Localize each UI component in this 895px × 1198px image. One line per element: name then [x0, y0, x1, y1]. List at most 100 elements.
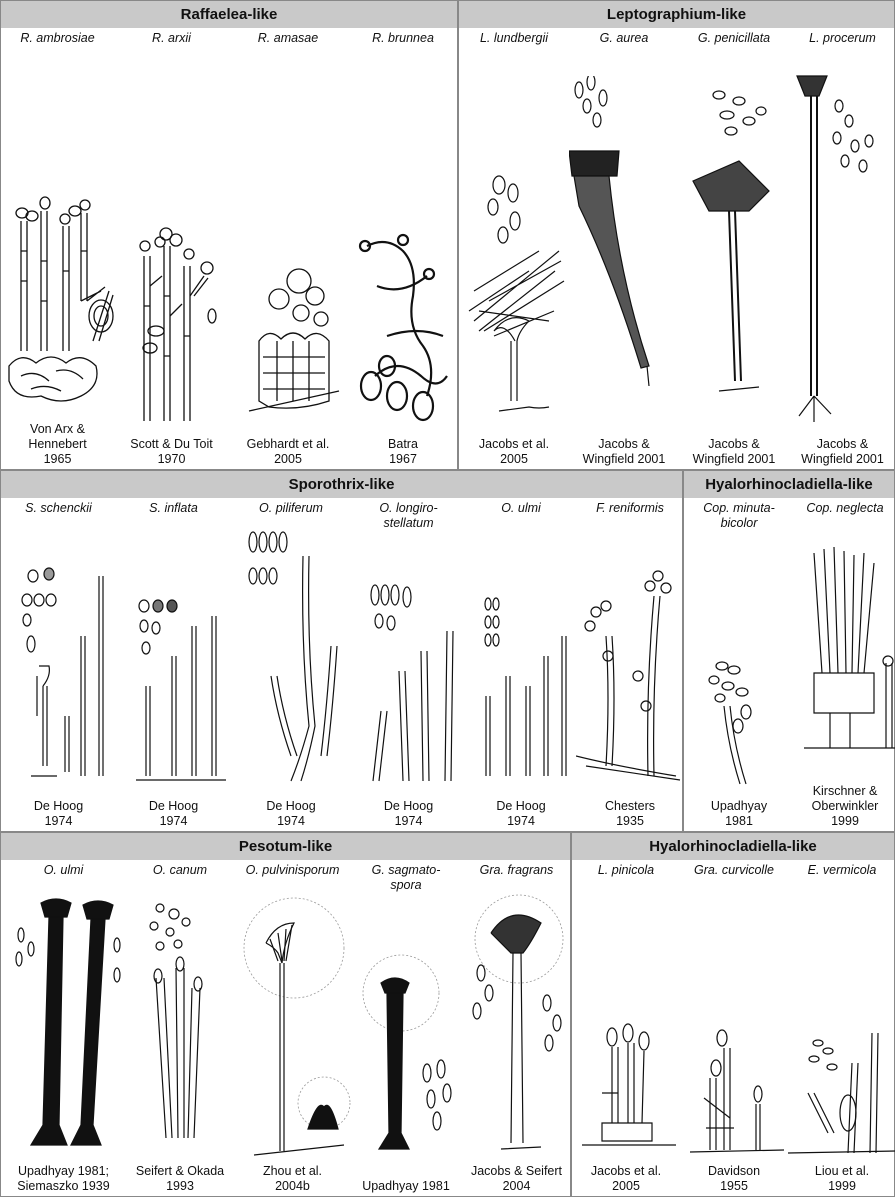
species-name: O. pulvinisporum	[234, 863, 351, 878]
column-s-inflata: S. inflata De Hoog 1974	[116, 471, 231, 833]
reference: Kirschner & Oberwinkler 1999	[794, 784, 895, 829]
column-cop-neglecta: Cop. neglecta Kirschner & Oberwinkler 19…	[794, 471, 895, 833]
species-name: O. longiro- stellatum	[351, 501, 466, 531]
hyphae-illustration	[1, 191, 114, 421]
reference: Jacobs et al. 2005	[459, 437, 569, 467]
column-l-pinicola: L. pinicola Jacobs et al. 2005	[572, 833, 680, 1198]
species-name: R. arxii	[114, 31, 229, 46]
hyphae-illustration	[466, 596, 576, 786]
column-f-reniformis: F. reniformis Chesters 1935	[576, 471, 684, 833]
species-name: S. inflata	[116, 501, 231, 516]
synnema-illustration	[1, 895, 126, 1153]
reference: Seifert & Okada 1993	[126, 1164, 234, 1194]
column-l-lundbergii: L. lundbergii Jacobs et al. 2005	[459, 1, 569, 471]
reference: Gebhardt et al. 2005	[229, 437, 347, 467]
species-name: Cop. minuta- bicolor	[684, 501, 794, 531]
column-o-ulmi-pesotum: O. ulmi Upadhyay 1981; Siemaszko 1939	[1, 833, 126, 1198]
section-hyalorhinocladiella-1: Hyalorhinocladiella-like Cop. minuta- bi…	[683, 470, 895, 832]
section-pesotum: Pesotum-like O. ulmi Upadhyay 1981; Siem…	[0, 832, 571, 1197]
conidiophore-illustration	[459, 171, 569, 421]
reference: Jacobs et al. 2005	[572, 1164, 680, 1194]
species-name: Cop. neglecta	[794, 501, 895, 516]
hyphae-illustration	[572, 1023, 680, 1153]
species-name: G. sagmato- spora	[351, 863, 461, 893]
species-name: F. reniformis	[576, 501, 684, 516]
reference: Upadhyay 1981; Siemaszko 1939	[1, 1164, 126, 1194]
hyphae-illustration	[114, 216, 229, 431]
reference: De Hoog 1974	[1, 799, 116, 829]
species-name: Gra. curvicolle	[680, 863, 788, 878]
column-r-ambrosiae: R. ambrosiae Von Arx &	[1, 1, 114, 471]
species-name: R. amasae	[229, 31, 347, 46]
section-leptographium: Leptographium-like L. lundbergii Jacobs …	[458, 0, 895, 470]
hyphae-illustration	[684, 656, 794, 786]
column-r-amasae: R. amasae Gebhardt et al. 2005	[229, 1, 347, 471]
species-name: L. procerum	[789, 31, 895, 46]
reference: Upadhyay 1981	[684, 799, 794, 829]
column-o-ulmi-sporothrix: O. ulmi De Hoog 1974	[466, 471, 576, 833]
synnema-illustration	[351, 953, 461, 1158]
species-name: O. ulmi	[1, 863, 126, 878]
reference: Batra 1967	[347, 437, 459, 467]
column-l-procerum: L. procerum Jacobs & Wingfield 2001	[789, 1, 895, 471]
reference: Von Arx & Hennebert 1965	[1, 422, 114, 467]
column-r-arxii: R. arxii Scott & Du Toit 1970	[114, 1, 229, 471]
column-gra-curvicolle: Gra. curvicolle Davidson 1955	[680, 833, 788, 1198]
reference: Zhou et al. 2004b	[234, 1164, 351, 1194]
hyphae-illustration	[351, 581, 466, 786]
species-name: G. aurea	[569, 31, 679, 46]
hyphae-illustration	[347, 226, 459, 431]
synnema-illustration	[234, 893, 351, 1161]
hyphae-illustration	[680, 1028, 788, 1158]
hyphae-illustration	[576, 566, 684, 786]
section-sporothrix: Sporothrix-like S. schenckii De Hoog 197…	[0, 470, 683, 832]
reference: Jacobs & Wingfield 2001	[789, 437, 895, 467]
species-name: R. ambrosiae	[1, 31, 114, 46]
reference: Jacobs & Wingfield 2001	[679, 437, 789, 467]
hyphae-illustration	[1, 566, 116, 786]
reference: De Hoog 1974	[466, 799, 576, 829]
species-name: O. ulmi	[466, 501, 576, 516]
conidiophore-illustration	[679, 81, 789, 411]
column-o-pulvinisporum: O. pulvinisporum Zhou et al. 2004b	[234, 833, 351, 1198]
hyphae-illustration	[788, 1023, 895, 1158]
column-g-penicillata: G. penicillata Jacobs & Wingfield 2001	[679, 1, 789, 471]
species-name: L. lundbergii	[459, 31, 569, 46]
section-hyalorhinocladiella-2: Hyalorhinocladiella-like L. pinicola Jac…	[571, 832, 895, 1197]
species-name: O. piliferum	[231, 501, 351, 516]
reference: Davidson 1955	[680, 1164, 788, 1194]
species-name: G. penicillata	[679, 31, 789, 46]
reference: De Hoog 1974	[231, 799, 351, 829]
column-e-vermicola: E. vermicola Liou et al. 1999	[788, 833, 895, 1198]
species-name: S. schenckii	[1, 501, 116, 516]
column-o-longirostellatum: O. longiro- stellatum De Hoog 1974	[351, 471, 466, 833]
column-s-schenckii: S. schenckii De Hoog 1974	[1, 471, 116, 833]
hyphae-illustration	[116, 596, 231, 786]
section-raffaelea: Raffaelea-like R. ambrosiae	[0, 0, 458, 470]
reference: Scott & Du Toit 1970	[114, 437, 229, 467]
reference: Liou et al. 1999	[788, 1164, 895, 1194]
hyphae-illustration	[794, 543, 895, 758]
synnema-illustration	[126, 898, 234, 1153]
species-name: R. brunnea	[347, 31, 459, 46]
column-gra-fragrans: Gra. fragrans Jacobs & Seifert 2004	[461, 833, 572, 1198]
reference: De Hoog 1974	[351, 799, 466, 829]
hyphae-illustration	[231, 526, 351, 786]
conidiophore-illustration	[789, 66, 895, 426]
column-o-piliferum: O. piliferum De Hoog 1974	[231, 471, 351, 833]
hyphae-illustration	[229, 261, 347, 431]
column-o-canum: O. canum Seifert & Okada 1993	[126, 833, 234, 1198]
column-g-sagmatospora: G. sagmato- spora Upadhyay 1981	[351, 833, 461, 1198]
column-cop-minutabicolor: Cop. minuta- bicolor Upadhyay 1981	[684, 471, 794, 833]
reference: De Hoog 1974	[116, 799, 231, 829]
species-name: L. pinicola	[572, 863, 680, 878]
reference: Chesters 1935	[576, 799, 684, 829]
species-name: O. canum	[126, 863, 234, 878]
conidiophore-illustration	[569, 76, 679, 391]
synnema-illustration	[461, 893, 572, 1163]
column-r-brunnea: R. brunnea Batra 1967	[347, 1, 459, 471]
reference: Jacobs & Wingfield 2001	[569, 437, 679, 467]
species-name: Gra. fragrans	[461, 863, 572, 878]
species-name: E. vermicola	[788, 863, 895, 878]
column-g-aurea: G. aurea Jacobs & Wingfield 2001	[569, 1, 679, 471]
